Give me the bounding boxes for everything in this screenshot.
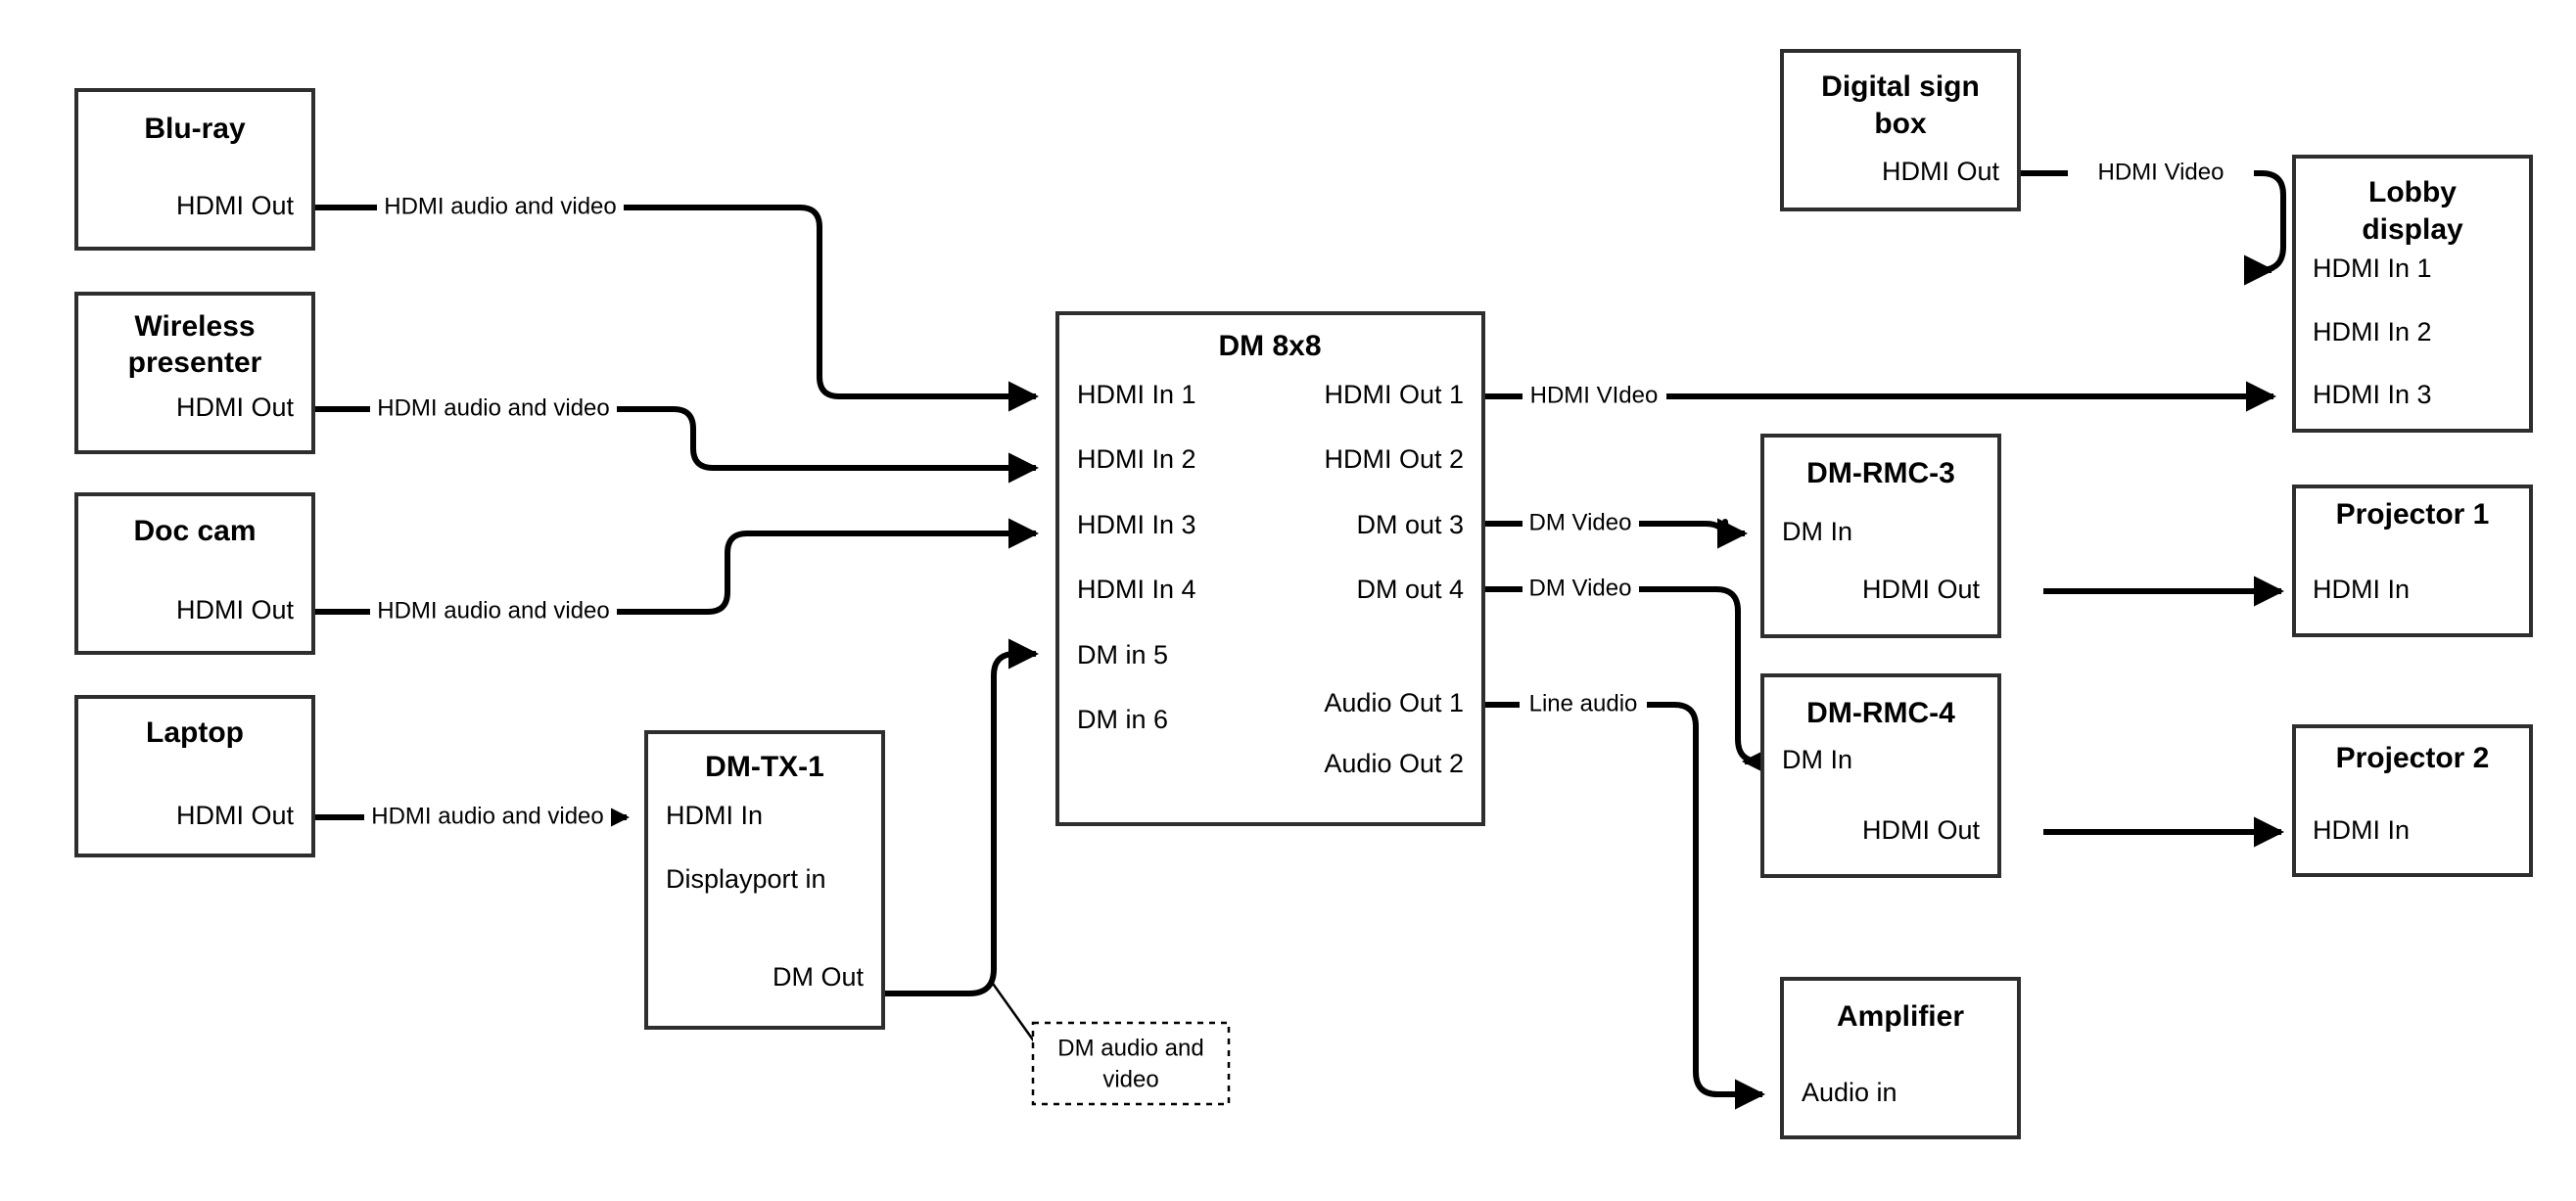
wire-signbox-to-lobby (2017, 170, 2286, 286)
edge-label-text: HDMI audio and video (377, 597, 609, 624)
dm-8x8-output-hdmi-out-2: HDMI Out 2 (1324, 444, 1464, 474)
edge-label-text: HDMI audio and video (384, 193, 616, 219)
dm-8x8-output-dm-out-3: DM out 3 (1356, 510, 1464, 539)
dm-rmc-3-title: DM-RMC-3 (1806, 457, 1955, 489)
device-dm-tx-1[interactable]: DM-TX-1 HDMI In Displayport in DM Out (644, 730, 885, 1030)
projector-2-title: Projector 2 (2336, 742, 2490, 774)
laptop-port-hdmi-out: HDMI Out (176, 801, 295, 830)
projector-2-port-hdmi-in: HDMI In (2313, 815, 2410, 845)
dm-8x8-input-hdmi-in-4: HDMI In 4 (1077, 575, 1196, 604)
lobby-display-input-hdmi-in-3: HDMI In 3 (2313, 380, 2432, 409)
digital-sign-box-title-line1: Digital sign (1821, 70, 1980, 103)
dm-rmc-3-port-dm-in: DM In (1782, 517, 1852, 546)
laptop-title: Laptop (146, 716, 244, 749)
amplifier-port-audio-in: Audio in (1802, 1078, 1897, 1107)
wireless-presenter-title-line2: presenter (128, 346, 262, 379)
dm-8x8-title: DM 8x8 (1218, 330, 1321, 362)
dm-8x8-output-dm-out-4: DM out 4 (1356, 575, 1464, 604)
device-dm-8x8[interactable]: DM 8x8 HDMI In 1 HDMI In 2 HDMI In 3 HDM… (1055, 311, 1485, 826)
dm-8x8-output-audio-out-1: Audio Out 1 (1324, 688, 1464, 717)
note-dm-audio-and-video: DM audio and video (1031, 1021, 1231, 1106)
edge-label-wireless-to-dm8x8: HDMI audio and video (370, 393, 617, 425)
wire-dm8x8-out4-to-rmc4 (1483, 586, 1773, 777)
wire-dm8x8-audio1-to-amplifier (1483, 702, 1766, 1110)
device-projector-1[interactable]: Projector 1 HDMI In (2292, 485, 2533, 637)
edge-label-text: HDMI audio and video (377, 394, 609, 421)
wireless-presenter-port-hdmi-out: HDMI Out (176, 393, 295, 422)
edge-label-text: HDMI VIdeo (1530, 382, 1659, 408)
device-wireless-presenter[interactable]: Wireless presenter HDMI Out (74, 292, 315, 454)
edge-label-dm8x8-out4-to-rmc4: DM Video (1522, 574, 1639, 605)
dm-8x8-input-dm-in-5: DM in 5 (1077, 640, 1168, 670)
edge-label-doccam-to-dm8x8: HDMI audio and video (370, 596, 617, 627)
edge-label-bluray-to-dm8x8: HDMI audio and video (377, 192, 624, 223)
wire-bluray-to-dm8x8 (313, 205, 1040, 412)
doc-cam-port-hdmi-out: HDMI Out (176, 595, 295, 624)
dm-tx-1-port-displayport-in: Displayport in (666, 864, 826, 894)
edge-label-signbox-to-lobby: HDMI Video (2068, 158, 2254, 189)
dm-tx-1-title: DM-TX-1 (705, 751, 824, 783)
edge-label-laptop-to-dmtx1: HDMI audio and video (364, 802, 611, 833)
doc-cam-title: Doc cam (133, 515, 256, 547)
edge-label-text: HDMI audio and video (371, 803, 603, 829)
note-line1: DM audio and (1057, 1035, 1203, 1061)
lobby-display-title-line1: Lobby (2368, 176, 2457, 208)
dm-rmc-3-port-hdmi-out: HDMI Out (1862, 575, 1981, 604)
digital-sign-box-port-hdmi-out: HDMI Out (1882, 157, 2000, 186)
edge-label-audio-out1-to-amplifier: Line audio (1520, 689, 1647, 720)
device-doc-cam[interactable]: Doc cam HDMI Out (74, 492, 315, 655)
wire-dm8x8-out3-to-rmc3 (1483, 518, 1749, 549)
lobby-display-input-hdmi-in-2: HDMI In 2 (2313, 317, 2432, 346)
bluray-port-hdmi-out: HDMI Out (176, 191, 295, 220)
device-amplifier[interactable]: Amplifier Audio in (1780, 977, 2021, 1139)
edge-label-text: DM Video (1529, 509, 1632, 535)
dm-8x8-input-hdmi-in-3: HDMI In 3 (1077, 510, 1196, 539)
edge-label-text: DM Video (1529, 575, 1632, 601)
bluray-title: Blu-ray (144, 113, 246, 145)
dm-8x8-input-dm-in-6: DM in 6 (1077, 705, 1168, 734)
device-dm-rmc-3[interactable]: DM-RMC-3 DM In HDMI Out (1760, 434, 2001, 638)
dm-8x8-input-hdmi-in-2: HDMI In 2 (1077, 444, 1196, 474)
dm-8x8-input-hdmi-in-1: HDMI In 1 (1077, 380, 1196, 409)
wire-wireless-to-dm8x8 (313, 406, 1040, 484)
dm-rmc-4-port-hdmi-out: HDMI Out (1862, 815, 1981, 845)
amplifier-title: Amplifier (1837, 1000, 1964, 1033)
device-projector-2[interactable]: Projector 2 HDMI In (2292, 724, 2533, 877)
wireless-presenter-title-line1: Wireless (134, 310, 255, 343)
dm-8x8-output-hdmi-out-1: HDMI Out 1 (1324, 380, 1464, 409)
edge-label-dm8x8-out3-to-rmc3: DM Video (1522, 508, 1639, 539)
dm-tx-1-port-dm-out: DM Out (773, 962, 865, 992)
device-lobby-display[interactable]: Lobby display HDMI In 1 HDMI In 2 HDMI I… (2292, 155, 2533, 433)
note-line2: video (1102, 1066, 1158, 1092)
device-bluray[interactable]: Blu-ray HDMI Out (74, 88, 315, 251)
lobby-display-title-line2: display (2362, 213, 2463, 246)
edge-label-dm8x8-out1-to-lobby: HDMI VIdeo (1522, 381, 1666, 412)
wire-dmtx1-to-dm8x8 (881, 638, 1040, 996)
dm-rmc-4-port-dm-in: DM In (1782, 745, 1852, 774)
dm-tx-1-port-hdmi-in: HDMI In (666, 801, 763, 830)
edge-label-text: Line audio (1529, 690, 1638, 716)
projector-1-port-hdmi-in: HDMI In (2313, 575, 2410, 604)
device-laptop[interactable]: Laptop HDMI Out (74, 695, 315, 857)
projector-1-title: Projector 1 (2336, 498, 2490, 531)
digital-sign-box-title-line2: box (1874, 108, 1927, 140)
device-dm-rmc-4[interactable]: DM-RMC-4 DM In HDMI Out (1760, 673, 2001, 878)
lobby-display-input-hdmi-in-1: HDMI In 1 (2313, 254, 2432, 283)
dm-rmc-4-title: DM-RMC-4 (1806, 697, 1955, 729)
wire-doccam-to-dm8x8 (313, 518, 1040, 615)
edge-label-text: HDMI Video (2098, 159, 2225, 185)
dm-8x8-output-audio-out-2: Audio Out 2 (1324, 749, 1464, 778)
device-digital-sign-box[interactable]: Digital sign box HDMI Out (1780, 49, 2021, 211)
